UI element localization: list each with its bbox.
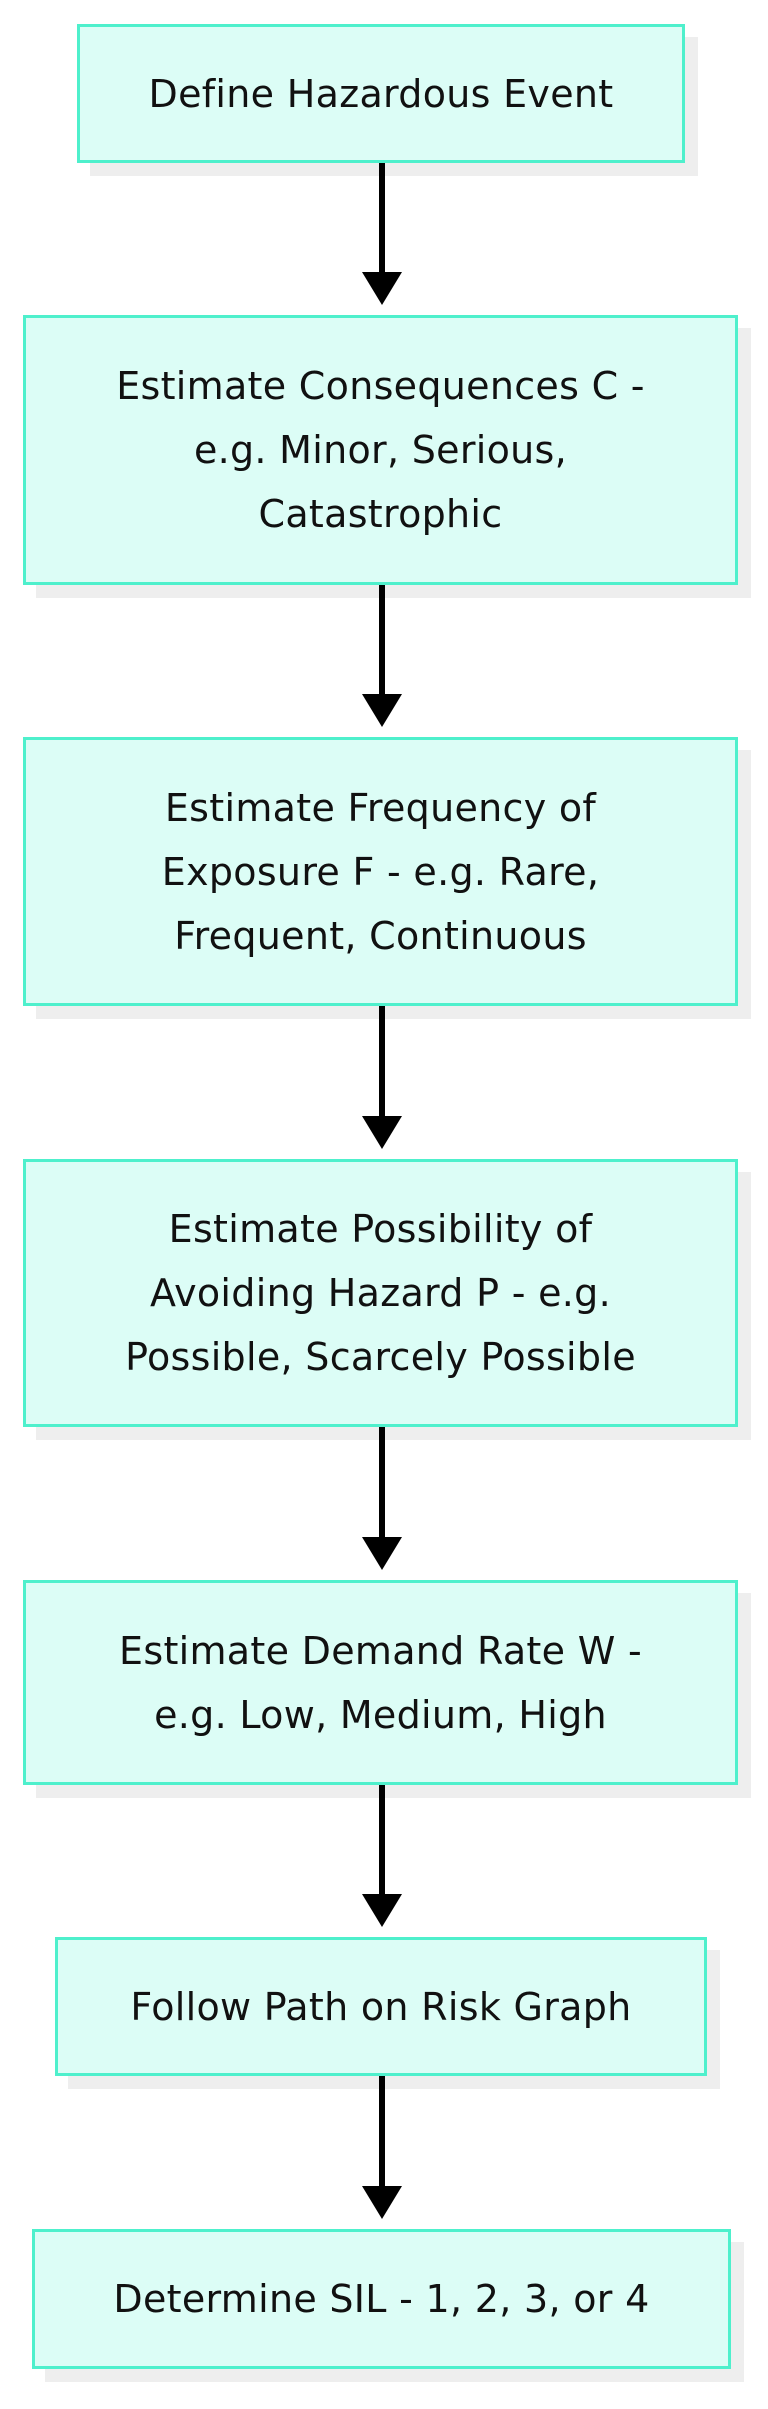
arrowhead-down-icon bbox=[362, 272, 402, 305]
arrow-connector bbox=[379, 2076, 385, 2189]
arrowhead-down-icon bbox=[362, 1537, 402, 1570]
arrow-connector bbox=[379, 163, 385, 275]
node-label: Estimate Possibility of Avoiding Hazard … bbox=[125, 1207, 636, 1379]
node-label: Determine SIL - 1, 2, 3, or 4 bbox=[113, 2277, 650, 2321]
node-label: Estimate Frequency of Exposure F - e.g. … bbox=[161, 785, 600, 958]
arrow-connector bbox=[379, 1427, 385, 1540]
node-label: Estimate Demand Rate W - e.g. Low, Mediu… bbox=[119, 1628, 642, 1737]
node-estimate-demand-rate: Estimate Demand Rate W - e.g. Low, Mediu… bbox=[23, 1580, 738, 1785]
node-determine-sil: Determine SIL - 1, 2, 3, or 4 bbox=[32, 2229, 731, 2369]
node-label: Estimate Consequences C - e.g. Minor, Se… bbox=[116, 364, 645, 536]
node-label: Define Hazardous Event bbox=[148, 71, 614, 116]
arrowhead-down-icon bbox=[362, 2186, 402, 2219]
node-label: Follow Path on Risk Graph bbox=[130, 1984, 632, 2029]
node-estimate-frequency: Estimate Frequency of Exposure F - e.g. … bbox=[23, 737, 738, 1006]
arrowhead-down-icon bbox=[362, 1116, 402, 1149]
arrow-connector bbox=[379, 1006, 385, 1119]
arrow-connector bbox=[379, 1785, 385, 1897]
node-define-hazardous-event: Define Hazardous Event bbox=[77, 24, 685, 163]
arrowhead-down-icon bbox=[362, 1894, 402, 1927]
node-estimate-consequences: Estimate Consequences C - e.g. Minor, Se… bbox=[23, 315, 738, 585]
arrowhead-down-icon bbox=[362, 694, 402, 727]
arrow-connector bbox=[379, 585, 385, 697]
node-estimate-possibility: Estimate Possibility of Avoiding Hazard … bbox=[23, 1159, 738, 1427]
node-follow-path: Follow Path on Risk Graph bbox=[55, 1937, 707, 2076]
